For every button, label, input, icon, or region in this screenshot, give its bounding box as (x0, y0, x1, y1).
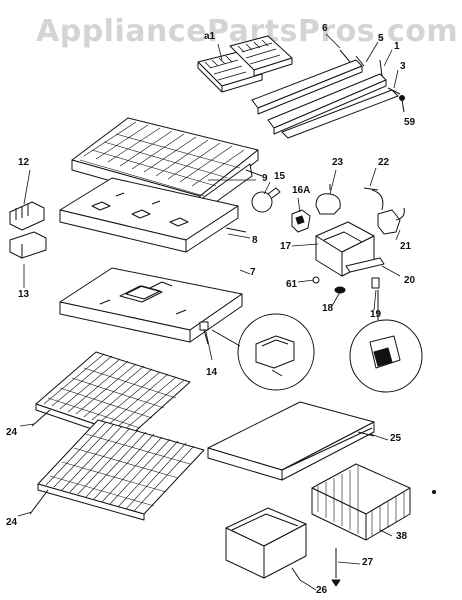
callout-26: 26 (316, 585, 328, 596)
detail-circle-left (211, 313, 315, 391)
fresh-food-ceiling-7 (59, 267, 243, 345)
door-bins-small (9, 201, 47, 259)
detail-circle-right (349, 290, 423, 393)
callout-17: 17 (280, 241, 292, 252)
callout-24-upper: 24 (6, 427, 18, 438)
callout-59: 59 (404, 117, 416, 128)
callout-20: 20 (404, 275, 416, 286)
freezer-floor-8 (59, 177, 247, 253)
callout-22: 22 (378, 157, 390, 168)
callout-18: 18 (322, 303, 334, 314)
callout-38: 38 (396, 531, 408, 542)
callout-13: 13 (18, 289, 30, 300)
light-components (251, 184, 405, 235)
callout-3: 3 (400, 61, 406, 72)
callout-8: 8 (252, 235, 258, 246)
callout-25: 25 (390, 433, 402, 444)
callout-12: 12 (18, 157, 30, 168)
callout-9: 9 (262, 173, 268, 184)
callout-24-lower: 24 (6, 517, 18, 528)
callout-7: 7 (250, 267, 256, 278)
wire-drawer (311, 463, 436, 541)
callout-6: 6 (322, 23, 328, 34)
callout-15: 15 (274, 171, 286, 182)
callout-5: 5 (378, 33, 384, 44)
crisper-cover (207, 401, 375, 481)
callout-61: 61 (286, 279, 298, 290)
callout-a1: a1 (204, 31, 216, 42)
callout-21: 21 (400, 241, 412, 252)
crisper-pan (225, 507, 307, 581)
callout-1: 1 (394, 41, 400, 52)
callout-19: 19 (370, 309, 382, 320)
callout-23: 23 (332, 157, 344, 168)
shelf-rails (251, 49, 405, 139)
wire-shelf-lower (29, 419, 205, 521)
screw-27 (331, 548, 341, 587)
control-housing (312, 221, 385, 294)
leader-lines (17, 33, 401, 591)
ice-trays (197, 35, 293, 93)
callout-16a: 16A (292, 185, 311, 196)
callout-27: 27 (362, 557, 374, 568)
callout-14: 14 (206, 367, 218, 378)
